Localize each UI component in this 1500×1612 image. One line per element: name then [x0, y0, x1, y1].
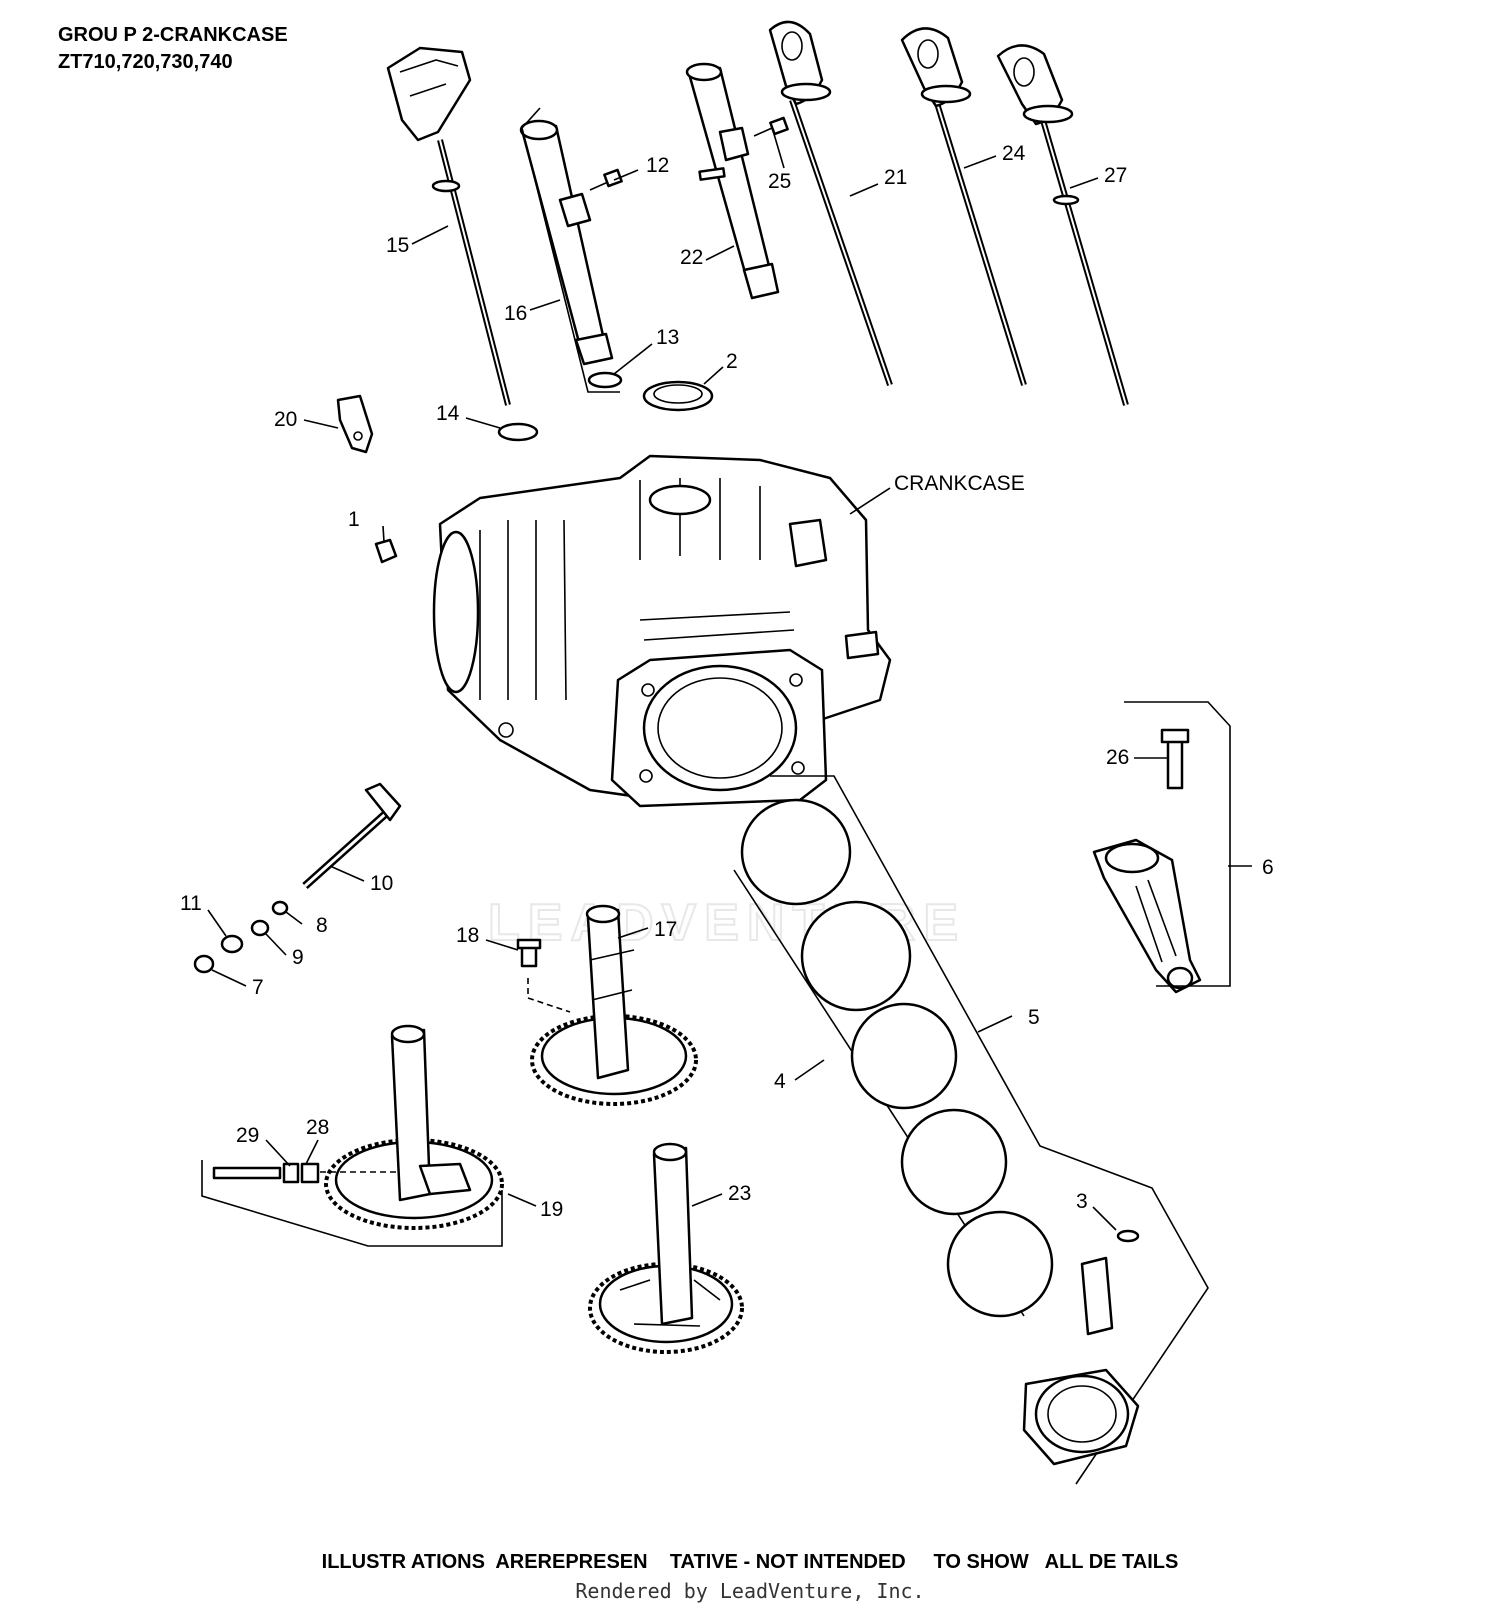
callout-25: 25 [768, 170, 791, 193]
rendered-by-credit: Rendered by LeadVenture, Inc. [575, 1579, 925, 1603]
callout-4: 4 [774, 1070, 786, 1093]
callout-28: 28 [306, 1116, 329, 1139]
camshaft-17[interactable] [530, 904, 698, 1106]
diagram-header: GROU P 2-CRANKCASE ZT710,720,730,740 [58, 22, 288, 76]
callout-17: 17 [654, 918, 677, 941]
model-list: ZT710,720,730,740 [58, 51, 233, 73]
callout-8: 8 [316, 914, 328, 937]
spring-28[interactable] [300, 1162, 320, 1184]
dowel-pin-1[interactable] [374, 538, 398, 564]
callout-12: 12 [646, 154, 669, 177]
dipstick-24[interactable] [900, 27, 1027, 386]
callout-5: 5 [1028, 1006, 1040, 1029]
callout-24: 24 [1002, 142, 1026, 165]
ring-bracket-5 [770, 775, 1209, 1485]
callout-14: 14 [436, 402, 460, 425]
camshaft-19-bracket [201, 1160, 503, 1247]
callout-3: 3 [1076, 1190, 1088, 1213]
group-title: GROU P 2-CRANKCASE [58, 24, 288, 46]
callout-2: 2 [726, 350, 738, 373]
callout-19: 19 [540, 1198, 563, 1221]
nut-7[interactable] [193, 954, 215, 974]
camshaft-23[interactable] [588, 1142, 744, 1354]
connecting-rod-6[interactable] [1092, 838, 1202, 994]
circlip-3[interactable] [1116, 1229, 1140, 1243]
callout-29: 29 [236, 1124, 259, 1147]
oring-13[interactable] [587, 371, 623, 389]
bolt-12[interactable] [589, 168, 623, 191]
pin-29[interactable] [212, 1162, 300, 1184]
dipstick-27[interactable] [996, 44, 1129, 406]
callout-crankcase: CRANKCASE [894, 472, 1025, 495]
piston-ring-e[interactable] [946, 1210, 1054, 1318]
callout-7: 7 [252, 976, 264, 999]
bracket-20[interactable] [336, 394, 374, 454]
bolt-18[interactable] [516, 938, 571, 1013]
callout-27: 27 [1104, 164, 1127, 187]
piston-ring-b[interactable] [800, 900, 912, 1012]
callout-20: 20 [274, 408, 297, 431]
callout-22: 22 [680, 246, 703, 269]
seal-2[interactable] [642, 380, 714, 412]
callout-11: 11 [180, 892, 202, 915]
dipstick-tube-22[interactable] [685, 62, 780, 300]
callout-9: 9 [292, 946, 304, 969]
dipstick-15[interactable] [386, 46, 511, 406]
callout-16: 16 [504, 302, 527, 325]
washer-11[interactable] [220, 934, 244, 954]
crankcase[interactable] [432, 454, 892, 808]
callout-1: 1 [348, 508, 360, 531]
piston-ring-a[interactable] [740, 798, 852, 906]
washer-8[interactable] [271, 900, 289, 916]
rod-bracket [1124, 701, 1231, 987]
callout-13: 13 [656, 326, 679, 349]
piston-pin[interactable] [1080, 1256, 1114, 1336]
callout-15: 15 [386, 234, 409, 257]
piston-ring-d[interactable] [900, 1108, 1008, 1216]
callout-26: 26 [1106, 746, 1129, 769]
callout-23: 23 [728, 1182, 751, 1205]
callout-10: 10 [370, 872, 393, 895]
camshaft-19[interactable] [324, 1024, 504, 1230]
disclaimer-text: ILLUSTR ATIONS AREREPRESEN TATIVE - NOT … [321, 1551, 1179, 1573]
callout-labels: 1 2 3 4 5 6 7 8 9 10 11 12 13 14 15 16 1… [180, 142, 1274, 1221]
callout-21: 21 [884, 166, 907, 189]
oring-14[interactable] [497, 422, 539, 442]
piston[interactable] [1022, 1368, 1140, 1466]
tube-16-bracket [521, 107, 620, 393]
dipstick-tube-16[interactable] [519, 119, 614, 366]
washer-9[interactable] [250, 919, 270, 937]
rod-bolt-26[interactable] [1160, 728, 1190, 790]
dipstick-21[interactable] [768, 20, 893, 386]
callout-18: 18 [456, 924, 479, 947]
bolt-25[interactable] [698, 116, 789, 181]
governor-shaft-10[interactable] [302, 782, 402, 889]
leader-lines [207, 133, 1252, 1231]
piston-ring-c[interactable] [850, 1002, 958, 1110]
callout-6: 6 [1262, 856, 1274, 879]
